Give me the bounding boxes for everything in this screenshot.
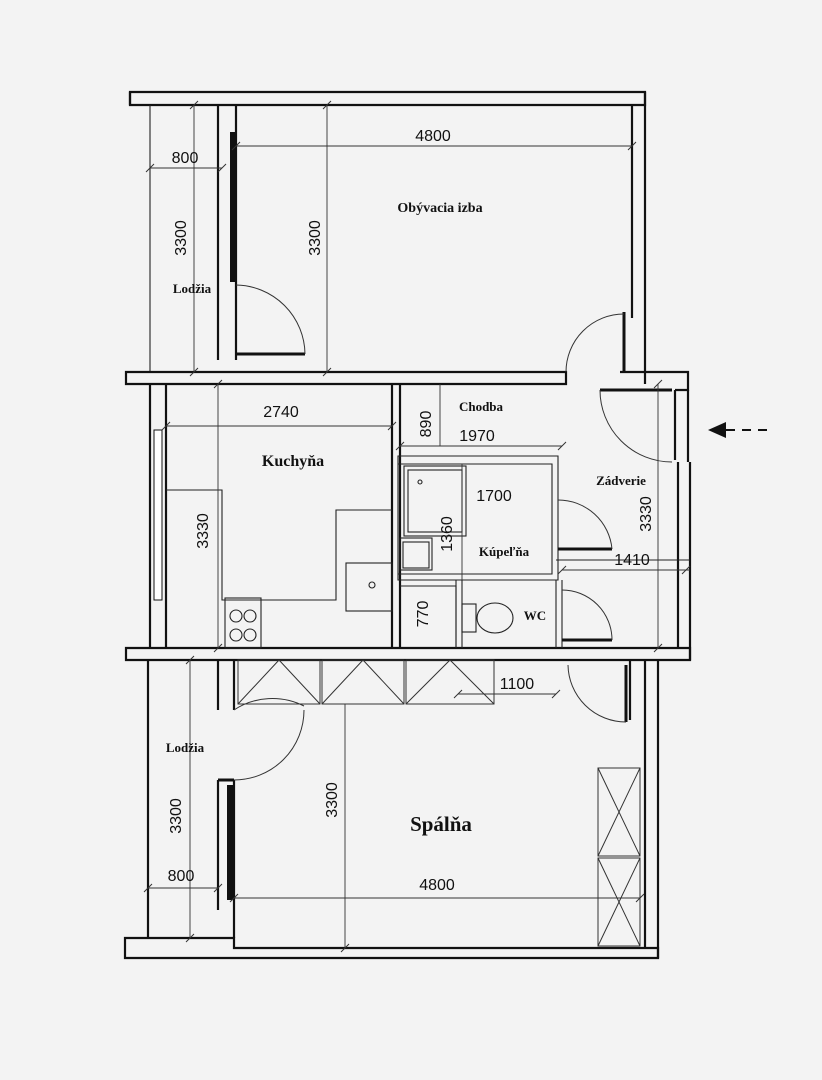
room-labels: Obývacia izba Lodžia Kuchyňa Chodba Zádv… bbox=[166, 201, 646, 836]
dim-entry-height: 3330 bbox=[638, 496, 655, 532]
bedroom-cabinets bbox=[237, 659, 641, 947]
label-kupelna: Kúpeľňa bbox=[479, 544, 530, 559]
dim-top-lodzia-height: 3300 bbox=[173, 220, 190, 256]
dim-wc-strip: 770 bbox=[415, 601, 432, 628]
bathtub bbox=[403, 465, 467, 537]
walls bbox=[123, 90, 692, 960]
dim-bottom-lodzia-width: 800 bbox=[168, 868, 195, 885]
label-wc: WC bbox=[524, 608, 546, 623]
label-kuchyna: Kuchyňa bbox=[262, 453, 324, 470]
label-chodba: Chodba bbox=[459, 399, 504, 414]
entrance-arrow-icon bbox=[708, 422, 774, 438]
label-zadverie: Zádverie bbox=[596, 473, 646, 488]
label-lodzia-top: Lodžia bbox=[173, 281, 212, 296]
dim-bottom-lodzia-height: 3300 bbox=[168, 798, 185, 834]
dim-bath-height: 1360 bbox=[439, 516, 456, 552]
label-spalna: Spálňa bbox=[410, 812, 472, 836]
kitchen-counter bbox=[166, 489, 393, 649]
sink bbox=[399, 537, 433, 571]
doors bbox=[218, 284, 673, 782]
dimension-lines bbox=[143, 100, 691, 953]
dimension-labels: 800 3300 4800 3300 2740 3330 890 1970 17… bbox=[168, 128, 655, 894]
dim-hall-depth: 890 bbox=[418, 411, 435, 438]
dim-kitchen-height: 3330 bbox=[195, 513, 212, 549]
dim-bath-length: 1700 bbox=[476, 488, 512, 505]
label-lodzia-bottom: Lodžia bbox=[166, 740, 205, 755]
dim-top-lodzia-width: 800 bbox=[172, 150, 199, 167]
toilet bbox=[461, 602, 514, 634]
dim-bedroom-width: 4800 bbox=[419, 877, 455, 894]
dim-bedroom-height: 3300 bbox=[324, 782, 341, 818]
dim-kitchen-width: 2740 bbox=[263, 404, 299, 421]
dim-living-height: 3300 bbox=[307, 220, 324, 256]
dim-hall-width: 1970 bbox=[459, 428, 495, 445]
label-obyvacia-izba: Obývacia izba bbox=[397, 201, 482, 216]
dim-living-width: 4800 bbox=[415, 128, 451, 145]
dim-entry-width: 1410 bbox=[614, 552, 650, 569]
dim-wardrobe: 1100 bbox=[500, 676, 535, 693]
